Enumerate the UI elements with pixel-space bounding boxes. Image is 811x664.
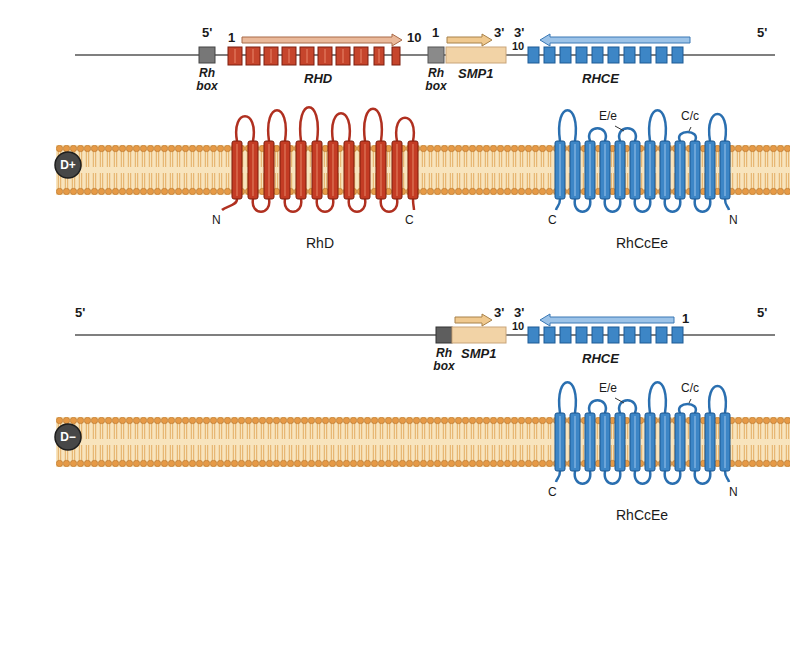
badge-label: D−: [54, 423, 82, 451]
badge-label: D+: [54, 151, 82, 179]
end-label: 3': [494, 26, 504, 40]
antigen-label: E/e: [599, 382, 617, 395]
end-label: 5': [757, 306, 767, 320]
rhce-direction-arrow: [540, 314, 674, 326]
rh-box: [199, 47, 215, 63]
antigen-label: C/c: [681, 382, 699, 395]
terminus-label: N: [212, 214, 221, 227]
leader-line: [615, 126, 624, 131]
rhccee-protein: [555, 382, 730, 484]
rhce-gene: [528, 327, 683, 343]
terminus-label: C: [405, 214, 414, 227]
exon-number: 1: [228, 31, 235, 45]
terminus-label: N: [729, 486, 738, 499]
smp1-direction-arrow: [455, 314, 492, 326]
element-name: Rh box: [430, 347, 458, 373]
rhce-direction-arrow: [540, 34, 690, 46]
protein-name: RhD: [306, 236, 334, 251]
terminus-label: C: [548, 214, 557, 227]
smp1-gene: [452, 327, 506, 343]
protein-name: RhCcEe: [616, 508, 668, 523]
gene-name: SMP1: [458, 67, 493, 81]
exon-number: 1: [682, 312, 689, 326]
protein-name: RhCcEe: [616, 236, 668, 251]
exon-number: 1: [432, 26, 439, 40]
end-label: 3': [514, 306, 524, 320]
gene-name: RHCE: [582, 352, 619, 366]
rhd-exon-stripes: [235, 49, 379, 63]
gene-locus-d-positive: [75, 34, 775, 65]
genotype-badge: D+: [54, 151, 82, 179]
exon-number: 10: [512, 40, 524, 52]
end-label: 3': [514, 26, 524, 40]
badge-circle: [55, 424, 81, 450]
rhd-protein: [222, 107, 418, 212]
terminus-label: C: [548, 486, 557, 499]
leader-line: [689, 127, 691, 131]
smp1-gene: [446, 47, 506, 63]
chromosome-line: [75, 334, 775, 336]
smp1-direction-arrow: [447, 34, 492, 46]
antigen-label: E/e: [599, 110, 617, 123]
rhd-exons: [228, 47, 400, 65]
end-label: 3': [494, 306, 504, 320]
exon-number: 10: [512, 320, 524, 332]
end-label: 5': [75, 306, 85, 320]
rhd-direction-arrow: [242, 34, 402, 46]
gene-name: RHCE: [582, 72, 619, 86]
exon-number: 10: [407, 31, 421, 45]
rh-box: [428, 47, 444, 63]
element-name: Rh box: [193, 67, 221, 93]
rh-box: [436, 327, 452, 343]
antigen-label: C/c: [681, 110, 699, 123]
genotype-badge: D−: [54, 423, 82, 451]
chromosome-line: [75, 54, 775, 56]
gene-name: RHD: [304, 72, 332, 86]
gene-name: SMP1: [461, 347, 496, 361]
gene-locus-d-negative: [75, 314, 775, 343]
badge-circle: [55, 152, 81, 178]
rhce-gene: [528, 47, 683, 63]
element-name: Rh box: [422, 67, 450, 93]
rhccee-protein: [555, 110, 730, 212]
end-label: 5': [202, 26, 212, 40]
terminus-label: N: [729, 214, 738, 227]
end-label: 5': [757, 26, 767, 40]
